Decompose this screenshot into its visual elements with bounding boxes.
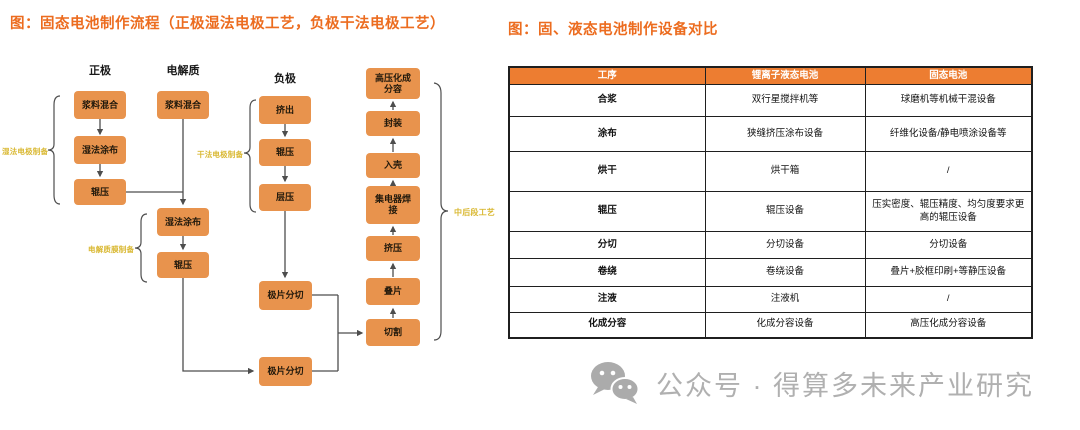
table-row: 卷绕 卷绕设备 叠片+胶框印刷+等静压设备	[508, 258, 1033, 287]
mid-late-stage-label: 中后段工艺	[454, 208, 495, 217]
cell-process: 烘干	[508, 151, 706, 192]
flow-step-box: 浆料混合	[157, 91, 209, 119]
flow-step-box: 高压化成分容	[366, 68, 420, 99]
flow-step-box: 入壳	[366, 153, 420, 178]
table-header-row: 工序 锂离子液态电池 固态电池	[508, 66, 1033, 85]
electrolyte-brace	[134, 213, 148, 283]
table-row: 分切 分切设备 分切设备	[508, 231, 1033, 259]
flow-arrows	[96, 100, 397, 375]
cell-liquid: 卷绕设备	[704, 258, 866, 287]
cell-solid: 压实密度、辊压精度、均匀度要求更高的辊压设备	[864, 191, 1033, 232]
col-header-process: 工序	[508, 66, 706, 85]
watermark: 公众号 · 得算多未来产业研究	[588, 360, 1034, 406]
cell-solid: /	[864, 286, 1033, 313]
flow-step-box: 切割	[366, 319, 420, 346]
flow-step-box: 湿法涂布	[74, 136, 126, 164]
cell-liquid: 注液机	[704, 286, 866, 313]
assembly-brace	[433, 82, 449, 341]
table-row: 辊压 辊压设备 压实密度、辊压精度、均匀度要求更高的辊压设备	[508, 191, 1033, 232]
flow-step-box: 集电器焊接	[366, 186, 420, 224]
watermark-text: 公众号 · 得算多未来产业研究	[656, 370, 1034, 401]
dry-electrode-brace	[243, 99, 257, 213]
cell-process: 化成分容	[508, 312, 706, 338]
table-row: 注液 注液机 /	[508, 286, 1033, 313]
flowchart-connectors	[47, 82, 449, 375]
table-row: 合浆 双行星搅拌机等 球磨机等机械干混设备	[508, 84, 1033, 117]
cell-liquid: 烘干箱	[704, 151, 866, 192]
cell-liquid: 化成分容设备	[704, 312, 866, 338]
cell-process: 卷绕	[508, 258, 706, 287]
flow-step-box: 辊压	[259, 139, 311, 166]
electrolyte-membrane-label: 电解质膜制备	[88, 245, 135, 254]
flow-step-box: 辊压	[157, 252, 209, 278]
table-title: 图：固、液态电池制作设备对比	[508, 22, 718, 38]
slitting-box-upper: 极片分切	[259, 281, 312, 310]
cell-solid: /	[864, 151, 1033, 192]
anode-column-header: 负极	[274, 73, 296, 85]
flowchart-title: 图：固态电池制作流程（正极湿法电极工艺，负极干法电极工艺）	[10, 16, 445, 32]
cell-liquid: 狭缝挤压涂布设备	[704, 116, 866, 152]
cathode-column-header: 正极	[89, 65, 111, 77]
flow-step-box: 湿法涂布	[157, 208, 209, 236]
flow-step-box: 挤压	[366, 236, 420, 261]
flow-step-box: 浆料混合	[74, 91, 126, 119]
wechat-icon	[591, 362, 640, 404]
cell-solid: 分切设备	[864, 231, 1033, 259]
flow-step-box: 封装	[366, 111, 420, 136]
cell-solid: 球磨机等机械干混设备	[864, 84, 1033, 117]
cell-solid: 高压化成分容设备	[864, 312, 1033, 338]
cell-process: 注液	[508, 286, 706, 313]
cell-process: 合浆	[508, 84, 706, 117]
cell-liquid: 双行星搅拌机等	[704, 84, 866, 117]
table-row: 烘干 烘干箱 /	[508, 151, 1033, 192]
equipment-comparison-table: 工序 锂离子液态电池 固态电池 合浆 双行星搅拌机等 球磨机等机械干混设备 涂布…	[508, 66, 1033, 339]
cell-liquid: 辊压设备	[704, 191, 866, 232]
flow-step-box: 挤出	[259, 96, 311, 124]
dry-electrode-label: 干法电极制备	[197, 150, 244, 159]
cell-process: 涂布	[508, 116, 706, 152]
table-row: 化成分容 化成分容设备 高压化成分容设备	[508, 312, 1033, 338]
flow-step-box: 层压	[259, 184, 311, 211]
table-row: 涂布 狭缝挤压涂布设备 纤维化设备/静电喷涂设备等	[508, 116, 1033, 152]
col-header-solid-battery: 固态电池	[864, 66, 1033, 85]
cell-process: 分切	[508, 231, 706, 259]
col-header-liquid-battery: 锂离子液态电池	[704, 66, 866, 85]
cell-solid: 叠片+胶框印刷+等静压设备	[864, 258, 1033, 287]
flow-step-box: 叠片	[366, 278, 420, 305]
flow-step-box: 辊压	[74, 179, 126, 205]
wet-electrode-brace	[47, 95, 61, 205]
slitting-box-lower: 极片分切	[259, 357, 312, 386]
cell-process: 辊压	[508, 191, 706, 232]
cell-liquid: 分切设备	[704, 231, 866, 259]
wet-electrode-label: 湿法电极制备	[2, 147, 49, 156]
electrolyte-column-header: 电解质	[166, 65, 200, 77]
flow-braces	[47, 82, 449, 341]
cell-solid: 纤维化设备/静电喷涂设备等	[864, 116, 1033, 152]
